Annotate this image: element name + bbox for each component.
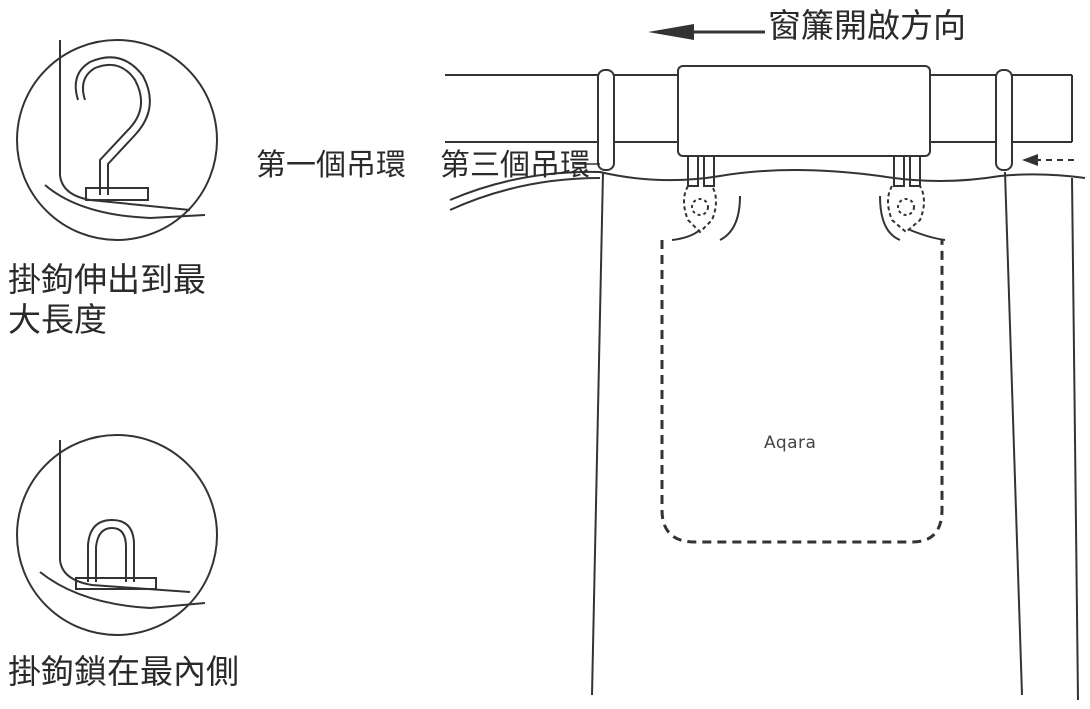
aqara-logo: Aqara [764,433,817,453]
hook-clips [671,185,946,241]
motor-wheels [687,155,921,187]
hook-extended-label-line1: 掛鉤伸出到最 [8,260,206,299]
curtain-top-edge [449,169,1086,201]
open-direction-label: 窗簾開啟方向 [768,6,966,45]
hook-locked-label: 掛鉤鎖在最內側 [8,652,239,691]
third-ring-label: 第三個吊環 [440,148,590,183]
first-ring-label: 第一個吊環 [256,148,406,183]
hook-locked-detail [16,434,218,636]
open-direction-arrow [648,24,765,40]
hidden-motor-outline [660,240,944,544]
rod-rings [597,69,1013,171]
hook-extended-detail [16,39,218,241]
motor-body [677,65,931,157]
curtain-panels [591,171,1079,701]
hook-extended-label-line2: 大長度 [8,300,107,339]
